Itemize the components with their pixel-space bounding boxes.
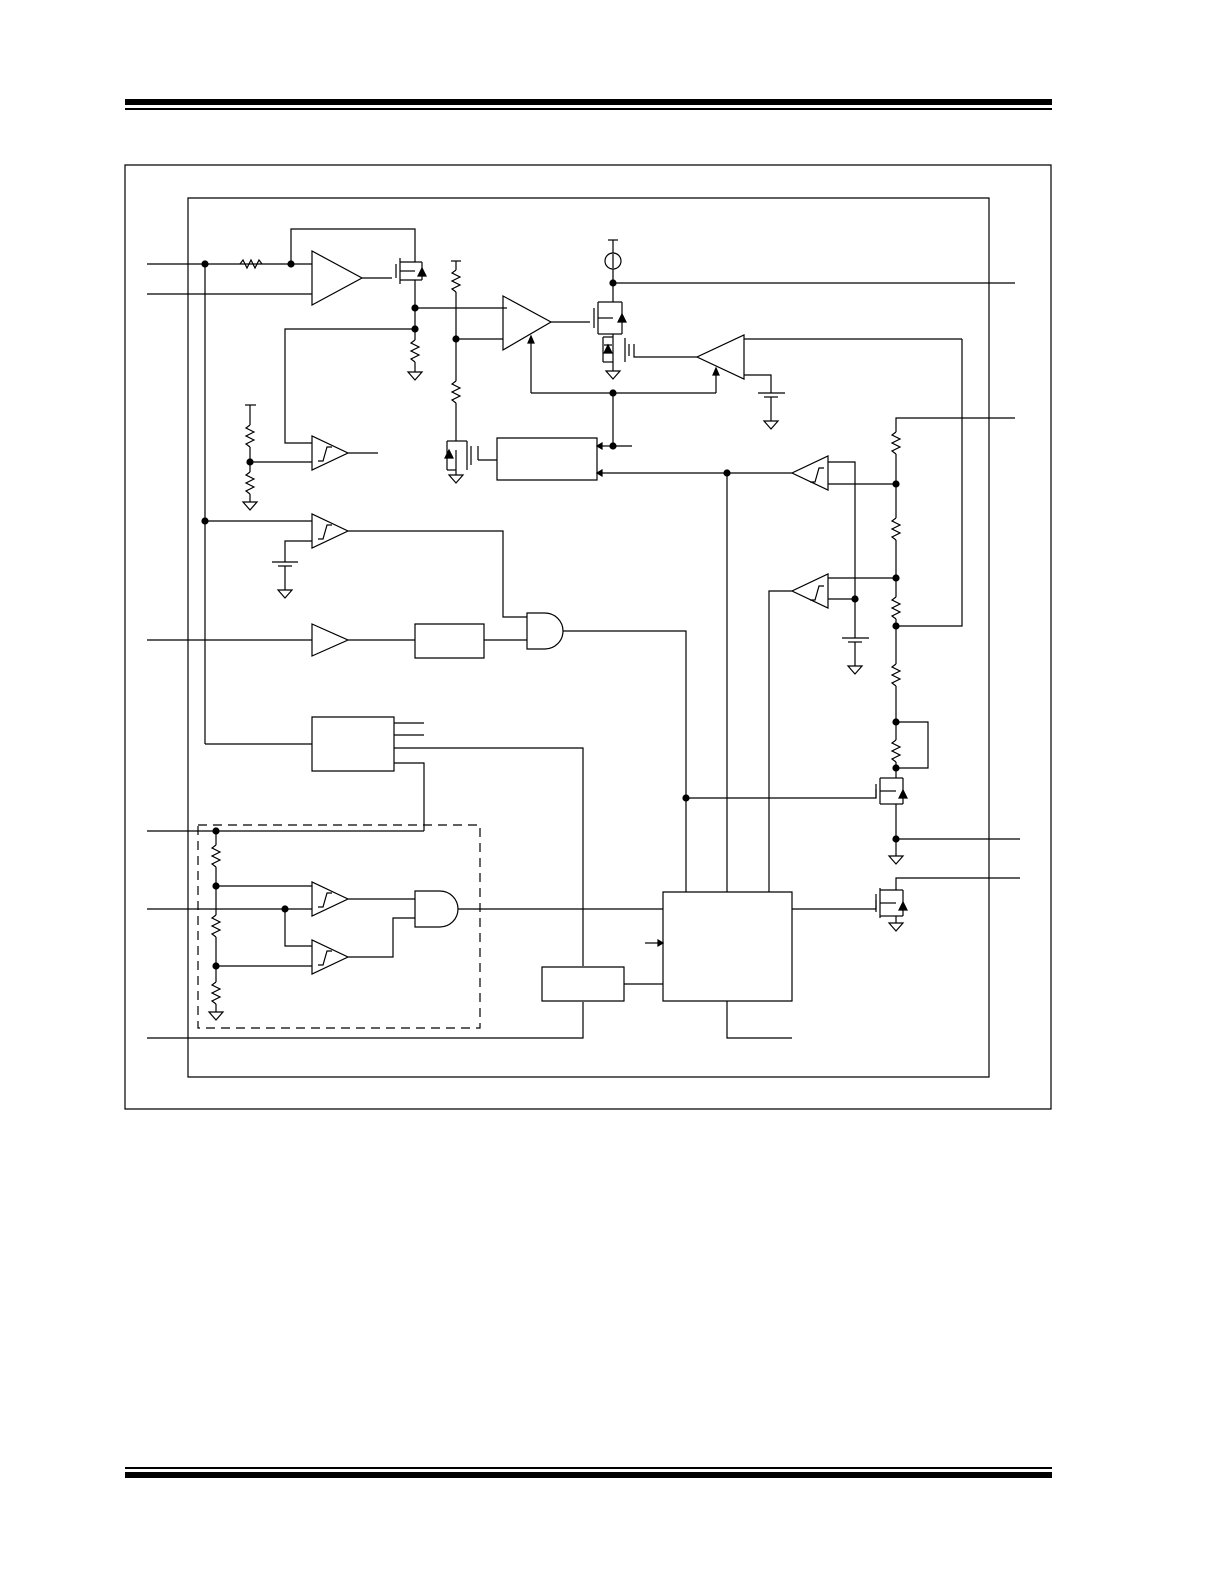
ground-icon: [408, 372, 422, 380]
hysteresis-icon: [318, 951, 332, 965]
current-sense-amplifier: [147, 229, 415, 305]
hysteresis-icon: [318, 893, 332, 907]
control-logic-block: [663, 892, 792, 1001]
hysteretic-comparator: [312, 436, 378, 470]
undervoltage-comparator: [272, 514, 527, 617]
hysteresis-icon: [810, 586, 824, 600]
window-and-gate: [415, 891, 458, 927]
ground-icon: [278, 590, 292, 598]
ground-icon: [889, 923, 903, 931]
resistor-icon: [246, 472, 254, 494]
window-comparator-high: [312, 882, 415, 916]
figure-frame: [125, 165, 1051, 1109]
window-comparator-box: [198, 825, 480, 1028]
sense-pmos-icon: [603, 334, 629, 365]
ground-icon: [889, 856, 903, 864]
and-gate: [527, 613, 563, 649]
ground-icon: [606, 371, 620, 379]
input-buffer: [312, 624, 348, 656]
resistor-icon: [892, 597, 900, 619]
resistor-icon: [892, 518, 900, 540]
chip-boundary: [188, 198, 989, 1077]
power-good-comparator: [792, 456, 896, 638]
resistor-icon: [212, 982, 220, 1004]
footer-rule-thin: [125, 1467, 1052, 1469]
ground-icon: [243, 502, 257, 510]
ladder-nmos-icon: [876, 778, 907, 804]
delay-block: [415, 624, 484, 658]
resistor-icon: [452, 381, 460, 403]
hysteresis-icon: [810, 468, 824, 482]
hysteresis-icon: [318, 447, 332, 461]
resistor-icon: [212, 845, 220, 867]
overvoltage-comparator: [769, 574, 896, 892]
resistor-icon: [452, 270, 460, 292]
sense-mosfet-icon: [396, 252, 426, 308]
ground-icon: [848, 666, 862, 674]
resistor-icon: [892, 664, 900, 686]
softstart-nmos-icon: [445, 441, 497, 483]
hysteresis-icon: [318, 525, 332, 539]
ground-icon: [209, 1012, 223, 1020]
resistor-icon: [240, 260, 262, 268]
resistor-icon: [212, 915, 220, 937]
output-nmos-icon: [876, 878, 1020, 918]
pass-pmos-icon: [594, 302, 626, 334]
error-amplifier: [503, 296, 590, 393]
resistor-icon: [411, 340, 419, 362]
header-rule-thin: [125, 108, 1052, 110]
ground-icon: [764, 421, 778, 429]
resistor-icon: [892, 740, 900, 762]
oscillator-block: [542, 967, 624, 1001]
softstart-block: [497, 438, 597, 480]
resistor-icon: [246, 425, 254, 447]
window-comparator-low: [312, 918, 415, 974]
resistor-icon: [892, 432, 900, 454]
header-rule-thick: [125, 99, 1052, 105]
ground-icon: [449, 475, 463, 483]
footer-rule-thick: [125, 1472, 1052, 1478]
feedback-amplifier: [697, 335, 962, 429]
digital-block: [312, 717, 394, 771]
